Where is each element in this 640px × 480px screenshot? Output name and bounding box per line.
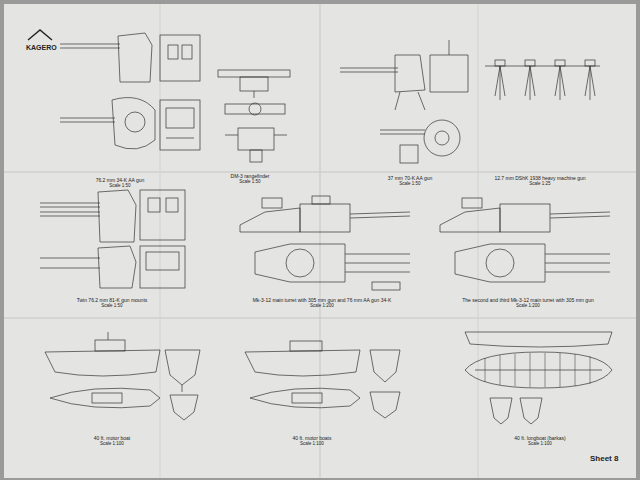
- scale-note: Scale 1:100: [100, 442, 124, 447]
- drawing-caption: 76.2 mm 34-K AA gun: [96, 178, 145, 184]
- drawing-caption: 40 ft. longboat (barkas): [514, 436, 565, 442]
- drawing-caption: Twin 76.2 mm 81-K gun mounts: [77, 298, 148, 304]
- sheet-number: Sheet 8: [590, 455, 618, 464]
- drawing-caption: Mk-3-12 main turret with 305 mm gun and …: [253, 298, 392, 304]
- drawing-caption: 40 ft. motor boats: [293, 436, 332, 442]
- scale-note: Scale 1:100: [300, 442, 324, 447]
- paper: [4, 4, 636, 478]
- drawing-caption: 40 ft. motor boat: [94, 436, 130, 442]
- scale-note: Scale 1:200: [310, 304, 334, 309]
- drawing-caption: The second and third Mk-3-12 main turret…: [462, 298, 593, 304]
- scale-note: Scale 1:50: [109, 184, 130, 189]
- illustrations: [28, 30, 612, 424]
- drawing-caption: DM-3 rangefinder: [231, 174, 270, 180]
- scale-note: Scale 1:50: [399, 182, 420, 187]
- scale-note: Scale 1:50: [239, 180, 260, 185]
- scale-note: Scale 1:200: [516, 304, 540, 309]
- fold-lines: [4, 4, 636, 478]
- logo-text: KAGERO: [26, 44, 57, 52]
- drawing-caption: 37 mm 70-K AA gun: [388, 176, 432, 182]
- drawing-caption: 12.7 mm DShK 1938 heavy machine gun: [494, 176, 585, 182]
- scale-note: Scale 1:100: [528, 442, 552, 447]
- scale-note: Scale 1:25: [529, 182, 550, 187]
- scale-note: Scale 1:50: [101, 304, 122, 309]
